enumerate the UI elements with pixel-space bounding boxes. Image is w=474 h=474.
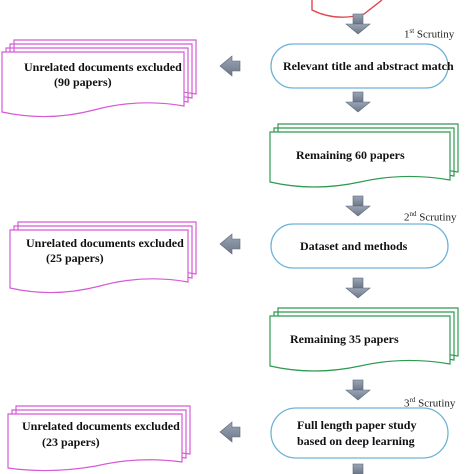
scrutiny-2-number: 2 xyxy=(404,211,410,224)
left-arrow-1 xyxy=(219,55,241,77)
scrutiny-3-text: Scrutiny xyxy=(418,397,456,410)
pill-full-length xyxy=(270,407,449,459)
excluded-90-count: (90 papers) xyxy=(54,75,112,89)
scrutiny-1-number: 1 xyxy=(404,28,410,41)
remaining-60-box xyxy=(269,123,459,188)
left-arrow-3 xyxy=(219,421,241,443)
scrutiny-2-text: Scrutiny xyxy=(419,211,457,224)
left-arrow-2 xyxy=(219,233,241,255)
down-arrow-5 xyxy=(345,379,371,401)
down-arrow-6 xyxy=(352,463,364,474)
step3-text-line1: Full length paper study xyxy=(297,418,417,432)
step1-text: Relevant title and abstract match xyxy=(283,59,454,73)
scrutiny-3-label: 3rd Scrutiny xyxy=(404,396,455,410)
scrutiny-2-ordinal: nd xyxy=(409,210,417,218)
scrutiny-3-number: 3 xyxy=(404,397,410,410)
pill-dataset-methods xyxy=(270,223,449,269)
excluded-90-label: Unrelated documents excluded xyxy=(24,60,182,74)
excluded-23-label: Unrelated documents excluded xyxy=(22,419,180,433)
remaining-60-text: Remaining 60 papers xyxy=(296,148,405,162)
down-arrow-1 xyxy=(345,13,371,35)
pill-relevant-title xyxy=(270,43,449,89)
remaining-35-text: Remaining 35 papers xyxy=(290,332,399,346)
down-arrow-2 xyxy=(345,91,371,113)
scrutiny-1-label: 1st Scrutiny xyxy=(404,27,454,41)
excluded-23-count: (23 papers) xyxy=(42,435,100,449)
scrutiny-3-ordinal: rd xyxy=(409,396,416,404)
excluded-23-box xyxy=(7,405,191,472)
excluded-25-count: (25 papers) xyxy=(46,251,104,265)
excluded-90-box xyxy=(1,39,197,118)
scrutiny-1-ordinal: st xyxy=(409,27,415,35)
down-arrow-3 xyxy=(345,195,371,217)
excluded-25-label: Unrelated documents excluded xyxy=(26,236,184,250)
scrutiny-1-text: Scrutiny xyxy=(416,28,455,41)
step3-text-line2: based on deep learning xyxy=(297,434,415,448)
excluded-25-box xyxy=(9,221,197,294)
step2-text: Dataset and methods xyxy=(300,239,408,253)
down-arrow-4 xyxy=(345,277,371,299)
scrutiny-2-label: 2nd Scrutiny xyxy=(404,210,457,224)
start-shape xyxy=(311,0,383,18)
remaining-35-box xyxy=(269,307,459,372)
